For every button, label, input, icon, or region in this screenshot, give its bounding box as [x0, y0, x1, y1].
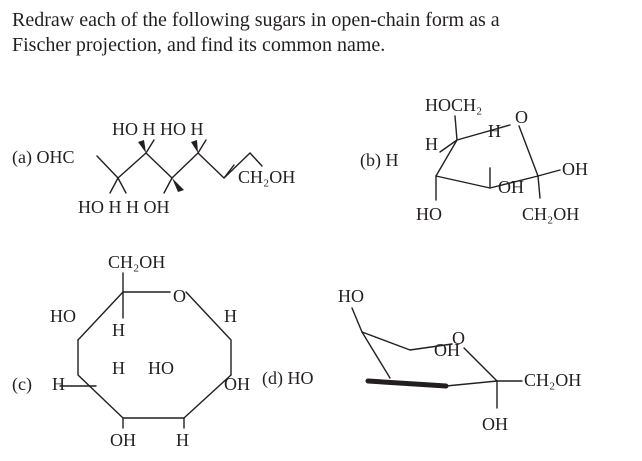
- structure-b-top-group: HOCH₂: [425, 95, 482, 115]
- structure-c-ch2oh: CH₂OH: [108, 252, 165, 272]
- structure-a-label: (a) OHC: [12, 147, 74, 168]
- structure-a-top-wedge-1: [138, 140, 146, 153]
- structure-c: (c) CH₂OH O HO H H H H HO OH OH H: [12, 252, 250, 450]
- structure-b-oh2: OH: [498, 177, 524, 197]
- structure-a-top-bond-1: [145, 139, 155, 154]
- structure-d-ring-front-right: [445, 380, 498, 387]
- structure-b-h1: H: [425, 134, 438, 154]
- structure-d-ring-front-bold: [365, 378, 449, 389]
- instruction-line-1: Redraw each of the following sugars in o…: [12, 9, 500, 31]
- structure-a-bottom-bond-1: [109, 177, 119, 194]
- structure-b-ho: HO: [416, 204, 442, 224]
- structure-b-ring-left: [435, 139, 458, 177]
- structure-c-h-top: H: [112, 320, 125, 340]
- structure-c-h-left: H: [52, 374, 65, 394]
- structure-a-ch2oh-bond: [249, 152, 263, 167]
- structure-d-ring-back: [361, 331, 453, 351]
- structure-d-oh-ring: OH: [434, 340, 460, 360]
- structure-c-h-bottom: H: [176, 430, 189, 450]
- structure-b-oh-bond: [537, 169, 561, 177]
- structure-d-ring-left: [361, 331, 391, 379]
- structure-b-label: (b) H: [360, 150, 399, 171]
- structure-a-top-wedge-2: [191, 140, 198, 153]
- structure-c-oh-bottom: OH: [110, 430, 136, 450]
- structure-c-h-mid: H: [112, 358, 125, 378]
- structure-b-ch2oh-bond: [537, 175, 541, 199]
- structure-b-ring-o: O: [515, 107, 528, 127]
- structure-c-ring-bottom: [77, 339, 232, 419]
- structure-a-top-labels: HO H HO H: [112, 119, 204, 139]
- structure-b-ch2oh: CH₂OH: [522, 204, 579, 224]
- structure-b-oh1: OH: [562, 159, 588, 179]
- structure-a-bottom-labels: HO H H OH: [78, 197, 170, 217]
- structure-d-ring-o: O: [452, 328, 465, 348]
- structure-d-ring-right: [463, 347, 498, 382]
- structure-d-ho-top: HO: [338, 286, 364, 306]
- structure-a-top-bond-3: [223, 164, 235, 179]
- structure-b: (b) H HOCH₂ O H H OH OH HO CH₂OH: [360, 95, 588, 224]
- problem-instruction: Redraw each of the following sugars in o…: [12, 8, 632, 58]
- structure-a-bottom-bond-3: [163, 177, 173, 194]
- structure-a-top-bond-2: [197, 139, 207, 154]
- structure-a-bottom-wedge: [172, 178, 184, 192]
- structure-c-ring-top-left: [77, 291, 171, 341]
- structure-a-end-group: CH₂OH: [238, 167, 295, 187]
- structure-c-ring-o: O: [173, 286, 186, 306]
- structure-b-ring-bottom-right: [489, 175, 539, 189]
- structure-a-bottom-bond-2: [117, 177, 127, 194]
- structure-b-ring-right: [518, 125, 539, 177]
- structure-b-ring-bottom-front: [435, 175, 491, 189]
- structure-d-ho-top-bond: [351, 307, 363, 333]
- instruction-line-2: Fischer projection, and find its common …: [12, 34, 386, 56]
- structure-b-h2: H: [488, 121, 501, 141]
- structure-c-ring-right: [185, 291, 232, 376]
- structure-d-ch2oh: CH₂OH: [524, 370, 581, 390]
- structure-c-label: (c): [12, 374, 32, 395]
- structure-c-h-right: H: [224, 306, 237, 326]
- structure-b-top-bond: [454, 115, 458, 141]
- structure-d: (d) HO HO O OH CH₂OH OH: [262, 286, 581, 434]
- structure-a: (a) OHC CH₂OH HO H HO H HO H H OH: [12, 119, 295, 217]
- structure-c-oh-right: OH: [224, 374, 250, 394]
- structure-d-label: (d) HO: [262, 368, 314, 389]
- structure-d-oh-bottom: OH: [482, 414, 508, 434]
- structure-c-ho-left: HO: [50, 306, 76, 326]
- structure-c-ho-mid: HO: [148, 358, 174, 378]
